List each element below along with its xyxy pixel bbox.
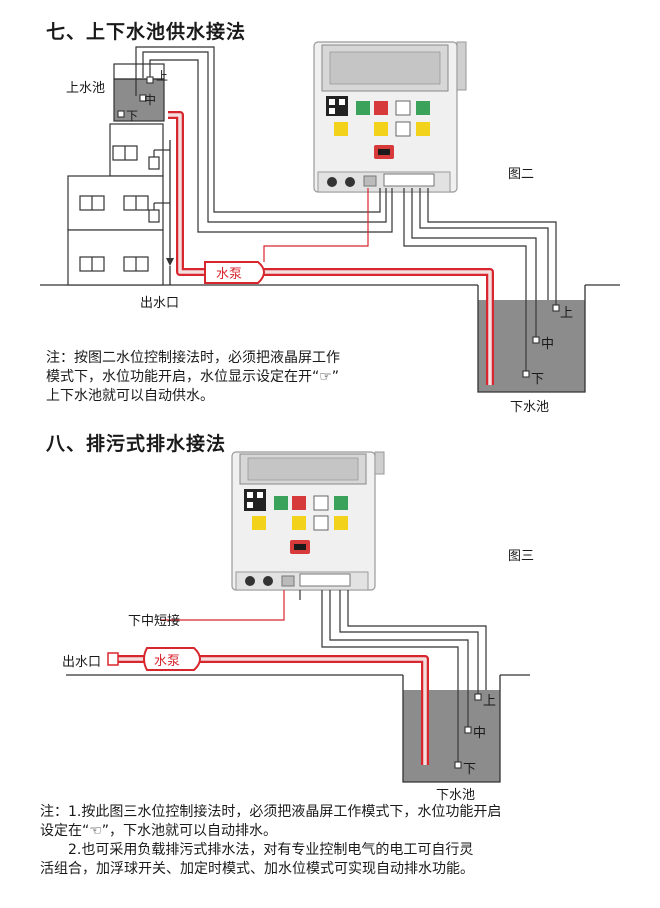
outlet-label: 出水口	[62, 655, 102, 670]
note-line: 注：按图二水位控制接法时，必须把液晶屏工作	[46, 350, 340, 366]
outlet-label: 出水口	[140, 296, 180, 311]
note-line: 上下水池就可以自动供水。	[46, 388, 214, 404]
section8-note: 注：1.按此图三水位控制接法时，必须把液晶屏工作模式下，水位功能开启 设定在“☜…	[40, 803, 640, 879]
note-line: 2.也可采用负载排污式排水法，对有专业控制电气的电工可自行灵	[40, 842, 474, 858]
building	[67, 123, 164, 286]
pump-label: 水泵	[154, 654, 181, 669]
short-label: 下中短接	[128, 614, 181, 629]
section8-title: 八、排污式排水接法	[46, 433, 227, 455]
upper-tank-mid-label: 中	[144, 93, 157, 107]
pump-shape	[204, 261, 265, 284]
note-line: 模式下，水位功能开启，水位显示设定在开“☞”	[46, 369, 340, 385]
controller-device	[231, 451, 385, 591]
faucet-icons	[148, 149, 170, 223]
lower-tank-fill	[478, 300, 585, 392]
note-line: 活组合，加浮球开关、加定时模式、加水位模式可实现自动排水功能。	[40, 861, 474, 877]
upper-tank-low-label: 下	[126, 109, 139, 123]
lower-tank-mid-label: 中	[473, 726, 487, 741]
note-line: 设定在“☜”，下水池就可以自动排水。	[40, 823, 278, 839]
pump-label: 水泵	[216, 267, 243, 282]
lower-tank-mid-label: 中	[541, 337, 555, 352]
note-line: 注：1.按此图三水位控制接法时，必须把液晶屏工作模式下，水位功能开启	[40, 804, 502, 820]
section7-note: 注：按图二水位控制接法时，必须把液晶屏工作 模式下，水位功能开启，水位显示设定在…	[46, 349, 456, 406]
lower-tank-label: 下水池	[436, 788, 476, 803]
lower-tank-low-label: 下	[463, 762, 477, 777]
upper-tank-high-label: 上	[156, 69, 169, 83]
upper-tank-label: 上水池	[66, 81, 106, 96]
lower-tank-high-label: 上	[560, 306, 574, 321]
lower-tank-label: 下水池	[510, 400, 550, 415]
lower-tank-high-label: 上	[483, 694, 497, 709]
figure-label: 图三	[508, 549, 535, 564]
figure-label: 图二	[508, 167, 535, 182]
section7-title: 七、上下水池供水接法	[46, 21, 247, 43]
lower-tank-low-label: 下	[531, 372, 545, 387]
